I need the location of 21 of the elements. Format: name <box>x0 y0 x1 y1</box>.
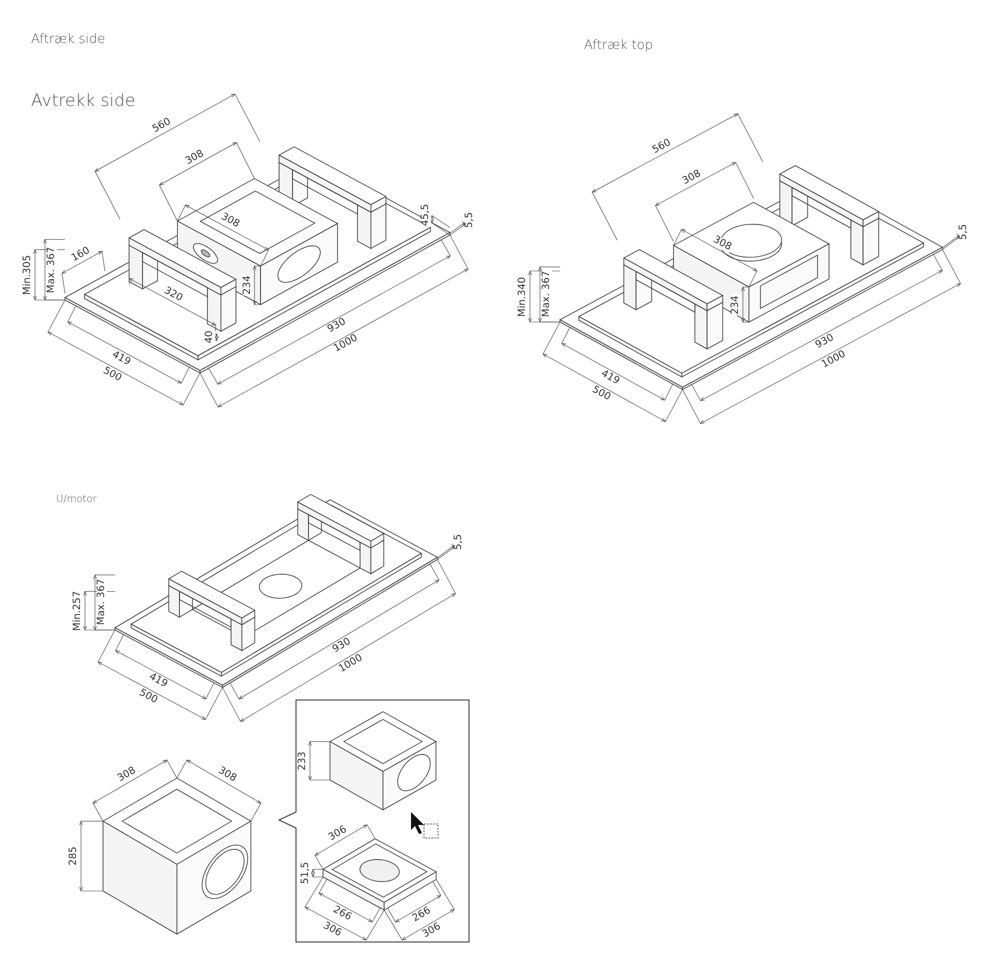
dimension-label: 234 <box>242 274 253 296</box>
dimension-label: Min.257 <box>73 590 83 632</box>
dimension-label: 45,5 <box>421 203 432 228</box>
view-title: U/motor <box>55 495 98 505</box>
dimension-label: Max. 367 <box>97 578 107 627</box>
dimension-label: 234 <box>730 294 741 316</box>
view-title: Aftræk side <box>30 32 106 46</box>
dimension-label: 51,5 <box>301 861 311 886</box>
dimension-label: 40 <box>204 330 215 345</box>
view-title: Avtrekk side <box>30 92 136 110</box>
dimension-label: 308 <box>183 148 206 167</box>
dimension-label: 5,5 <box>464 210 475 229</box>
dimension-label: 233 <box>298 750 308 772</box>
dimension-label: Max. 367 <box>542 270 552 319</box>
dimension-label: Max. 367 <box>47 246 57 294</box>
dimension-label: 285 <box>69 846 79 867</box>
dimension-label: 5,5 <box>959 223 970 242</box>
dimension-label: Min.305 <box>23 254 33 296</box>
dimension-label: 5,5 <box>454 533 464 552</box>
view-title: Aftræk top <box>583 38 654 52</box>
dimension-label: Min.340 <box>518 276 528 318</box>
